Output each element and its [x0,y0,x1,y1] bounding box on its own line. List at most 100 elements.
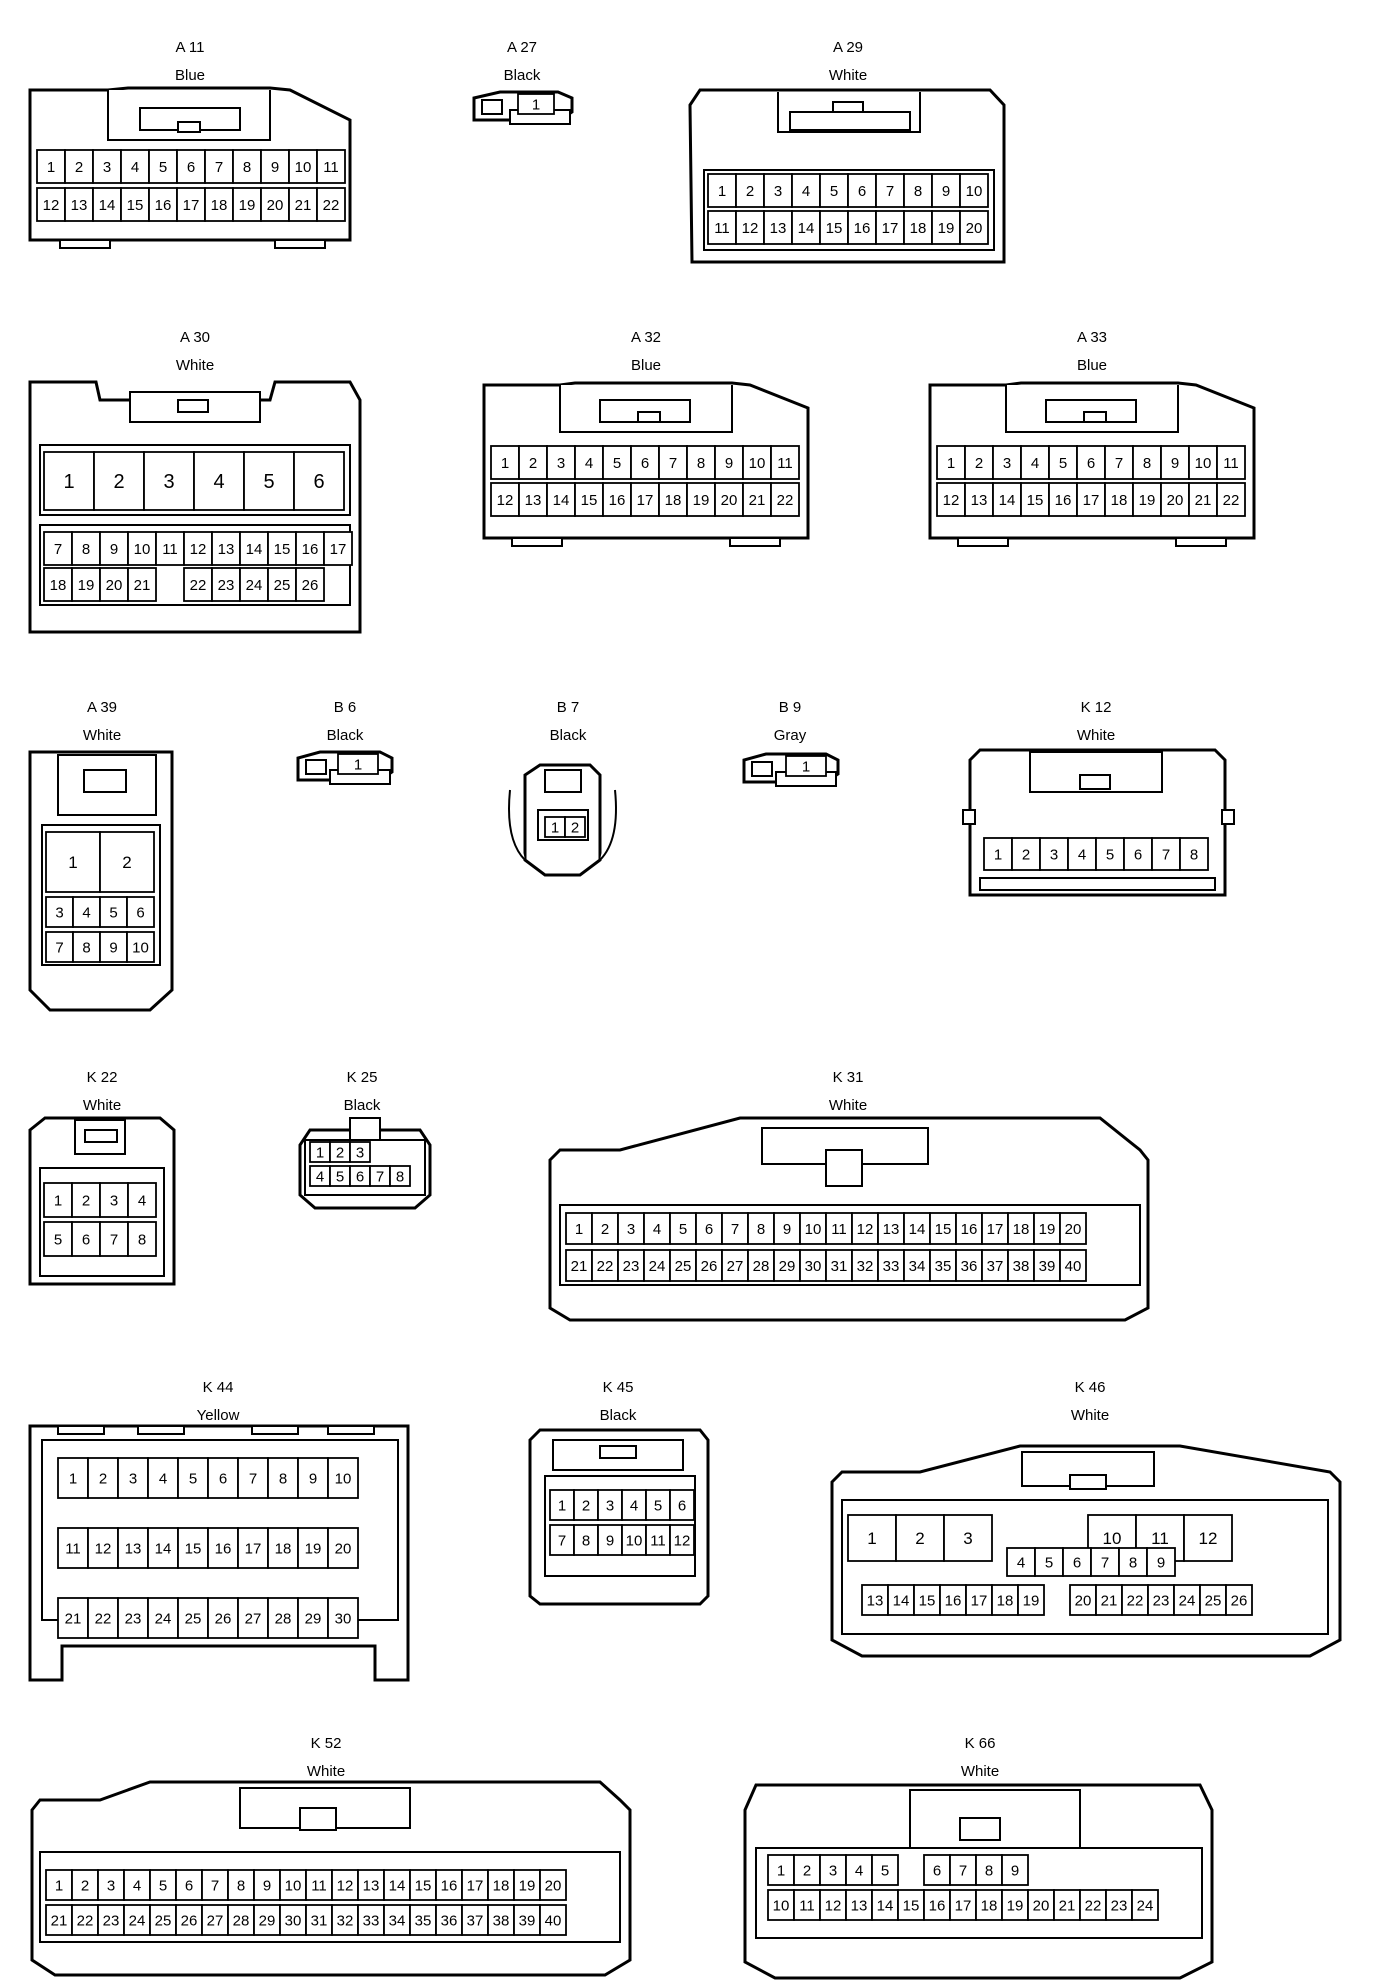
pin-cavity [383,1904,411,1936]
pin-cavity [127,1221,157,1257]
pin-number: 4 [316,1168,324,1185]
housing-detail [177,399,209,413]
pin-cavity [71,531,101,566]
pin-cavity [799,1249,827,1282]
pin-number: 31 [311,1912,328,1929]
pin-number: 8 [985,1862,993,1879]
pin-number: 5 [1045,1554,1053,1571]
pin-number: 3 [55,904,63,921]
pin-number: 28 [753,1258,770,1275]
pin-number: 7 [54,541,62,558]
housing-detail [962,809,976,825]
pin-number: 5 [109,904,117,921]
pin-number: 9 [942,183,950,200]
connector-color: White [1077,727,1115,744]
pin-cavity [1090,1547,1120,1577]
pin-number: 18 [997,1592,1014,1609]
pin-number: 7 [731,1221,739,1238]
pin-cavity [147,1597,179,1639]
pin-cavity [117,1597,149,1639]
pin-cavity [931,173,961,208]
pin-cavity [45,931,74,963]
housing-detail [137,1425,185,1435]
pin-cavity [539,1904,567,1936]
pin-number: 12 [1199,1529,1218,1548]
connector-color: White [307,1763,345,1780]
pin-cavity [435,1904,463,1936]
pin-cavity [695,1212,723,1245]
connector-color: Black [327,727,364,744]
pin-cavity [1105,1889,1133,1921]
pin-number: 6 [185,1877,193,1894]
pin-number: 2 [336,1144,344,1161]
pin-cavity [227,1869,255,1901]
pin-number: 11 [650,1532,666,1549]
pin-number: 8 [138,1231,146,1248]
pin-number: 14 [909,1221,926,1238]
pin-cavity [1216,482,1246,517]
housing-detail [1221,809,1235,825]
pin-number: 16 [929,1897,946,1914]
pin-number: 8 [279,1470,287,1487]
pin-number: 14 [999,492,1016,509]
pin-number: 13 [883,1221,900,1238]
pin-number: 14 [99,197,116,214]
pin-cavity [1017,1584,1045,1616]
pin-number: 13 [867,1592,884,1609]
pin-number: 20 [1033,1897,1050,1914]
housing-detail [979,877,1216,891]
pin-number: 17 [467,1877,484,1894]
pin-number: 20 [545,1877,562,1894]
pin-number: 12 [43,197,60,214]
pin-cavity [645,1524,671,1556]
pin-cavity [177,1597,209,1639]
pin-cavity [389,1165,411,1187]
pin-number: 20 [966,220,983,237]
pin-number: 9 [1171,455,1179,472]
pin-cavity [155,531,185,566]
connector-name: K 22 [87,1069,118,1086]
connector-name: K 12 [1081,699,1112,716]
pin-number: 11 [1151,1529,1169,1548]
pin-number: 5 [1059,455,1067,472]
pin-cavity [549,1489,575,1521]
pin-number: 11 [311,1877,327,1894]
pin-number: 6 [187,159,195,176]
pin-number: 7 [886,183,894,200]
pin-number: 1 [867,1529,876,1548]
pin-number: 4 [630,1497,638,1514]
pin-cavity [207,1457,239,1499]
pin-number: 23 [1111,1897,1128,1914]
pin-cavity [981,1212,1009,1245]
pin-number: 11 [65,1540,81,1557]
pin-cavity [513,1904,541,1936]
pin-number: 3 [129,1470,137,1487]
connector-name: A 33 [1077,329,1107,346]
pin-number: 8 [396,1168,404,1185]
pin-number: 33 [363,1912,380,1929]
pin-cavity [316,149,346,184]
pin-number: 18 [1013,1221,1030,1238]
pin-number: 6 [1073,1554,1081,1571]
pin-number: 18 [275,1540,292,1557]
pin-number: 3 [774,183,782,200]
pin-cavity [845,1889,873,1921]
pin-number: 10 [132,939,149,956]
pin-number: 10 [626,1532,643,1549]
pin-cavity [871,1889,899,1921]
pin-cavity [1001,1854,1029,1886]
pin-number: 15 [1027,492,1044,509]
pin-cavity [127,531,157,566]
connector-color: Blue [175,67,205,84]
pin-number: 3 [557,455,565,472]
pin-number: 18 [981,1897,998,1914]
pin-number: 30 [805,1258,822,1275]
pin-number: 17 [987,1221,1004,1238]
pin-number: 17 [183,197,200,214]
pin-number: 34 [909,1258,926,1275]
pin-cavity [643,1212,671,1245]
pin-cavity [819,1889,847,1921]
